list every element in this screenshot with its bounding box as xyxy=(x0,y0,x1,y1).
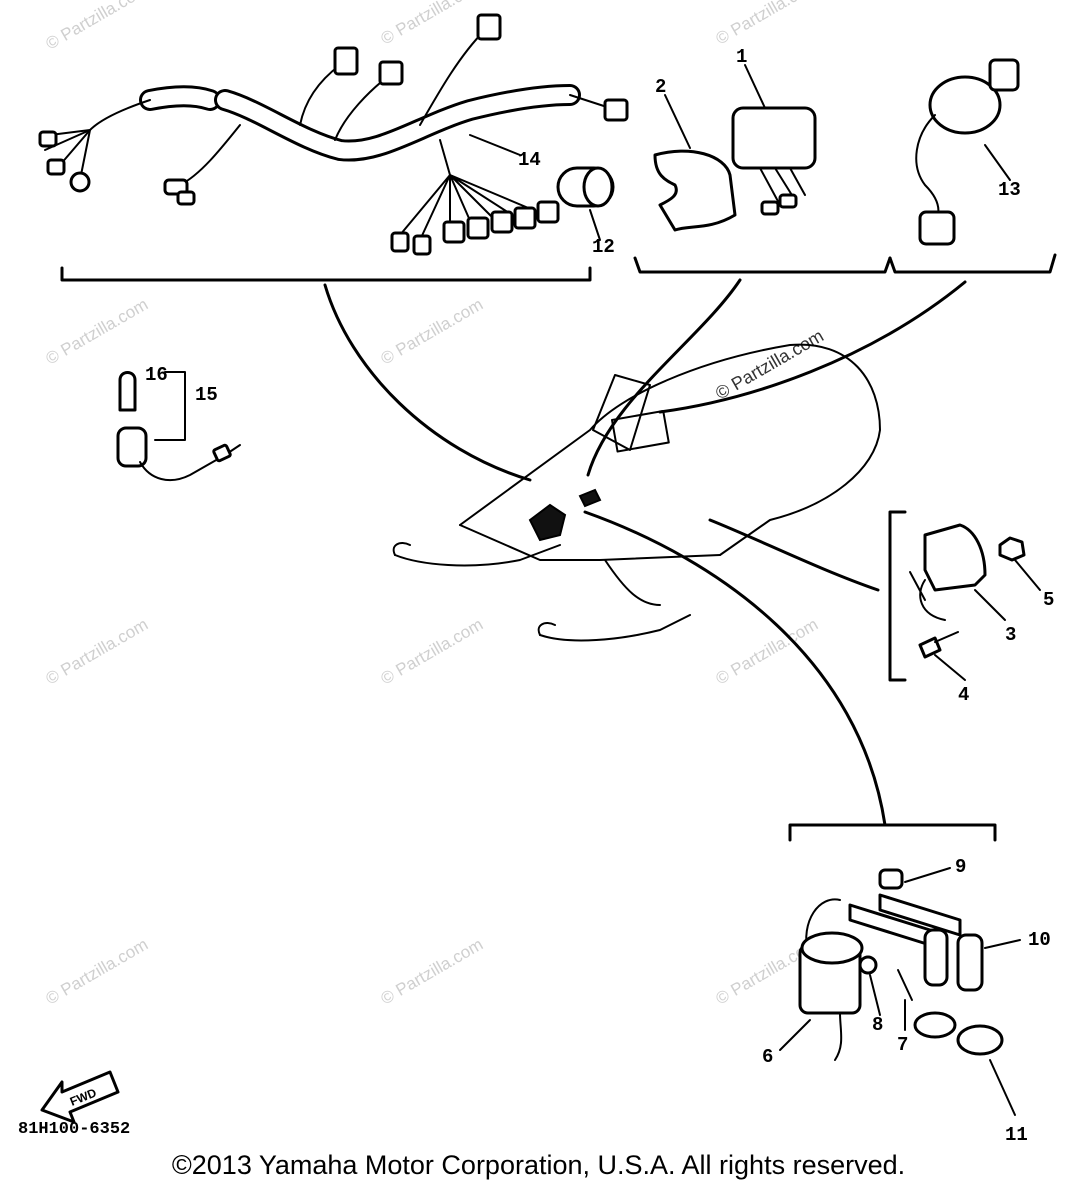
main-switch xyxy=(915,58,1020,246)
callout-5: 5 xyxy=(1043,589,1054,611)
callout-labels: 1 2 3 4 5 6 7 8 9 10 11 12 13 14 15 16 xyxy=(145,46,1054,1146)
callout-3: 3 xyxy=(1005,624,1016,646)
group-brackets xyxy=(60,253,1057,842)
watermark: © Partzilla.com xyxy=(43,0,152,53)
diagram-code: 81H100-6352 xyxy=(18,1120,130,1139)
watermark: © Partzilla.com xyxy=(378,615,487,689)
ignition-coil xyxy=(798,868,1004,1061)
watermark: © Partzilla.com xyxy=(712,325,827,403)
snowmobile-outline xyxy=(392,343,881,642)
rectifier-cover xyxy=(653,149,737,232)
sleeve-part xyxy=(556,166,615,208)
watermark: © Partzilla.com xyxy=(43,935,152,1009)
callout-2: 2 xyxy=(655,76,666,98)
callout-8: 8 xyxy=(872,1014,883,1036)
callout-11: 11 xyxy=(1005,1124,1028,1146)
watermark: © Partzilla.com xyxy=(378,935,487,1009)
watermark: © Partzilla.com xyxy=(43,295,152,369)
forward-arrow: FWD xyxy=(40,1070,120,1124)
callout-leaders xyxy=(469,64,1041,1116)
watermark: © Partzilla.com xyxy=(713,0,822,48)
callout-13: 13 xyxy=(998,179,1021,201)
callout-16: 16 xyxy=(145,364,168,386)
callout-10: 10 xyxy=(1028,929,1051,951)
watermark: © Partzilla.com xyxy=(43,615,152,689)
watermarks: © Partzilla.com © Partzilla.com © Partzi… xyxy=(43,0,828,1008)
callout-4: 4 xyxy=(958,684,969,706)
watermark: © Partzilla.com xyxy=(713,615,822,689)
callout-9: 9 xyxy=(955,856,966,878)
sensor-assembly xyxy=(909,523,1026,659)
watermark: © Partzilla.com xyxy=(378,0,487,48)
callout-12: 12 xyxy=(592,236,615,258)
callout-6: 6 xyxy=(762,1046,773,1068)
watermark: © Partzilla.com xyxy=(378,295,487,369)
copyright-notice: ©2013 Yamaha Motor Corporation, U.S.A. A… xyxy=(171,1150,906,1180)
leader-lines xyxy=(323,278,967,827)
callout-7: 7 xyxy=(897,1034,908,1056)
wire-harness xyxy=(38,13,629,256)
cdi-unit xyxy=(731,106,817,216)
callout-14: 14 xyxy=(518,149,541,171)
callout-15: 15 xyxy=(195,384,218,406)
bulb-socket xyxy=(116,371,241,482)
callout-1: 1 xyxy=(736,46,747,68)
